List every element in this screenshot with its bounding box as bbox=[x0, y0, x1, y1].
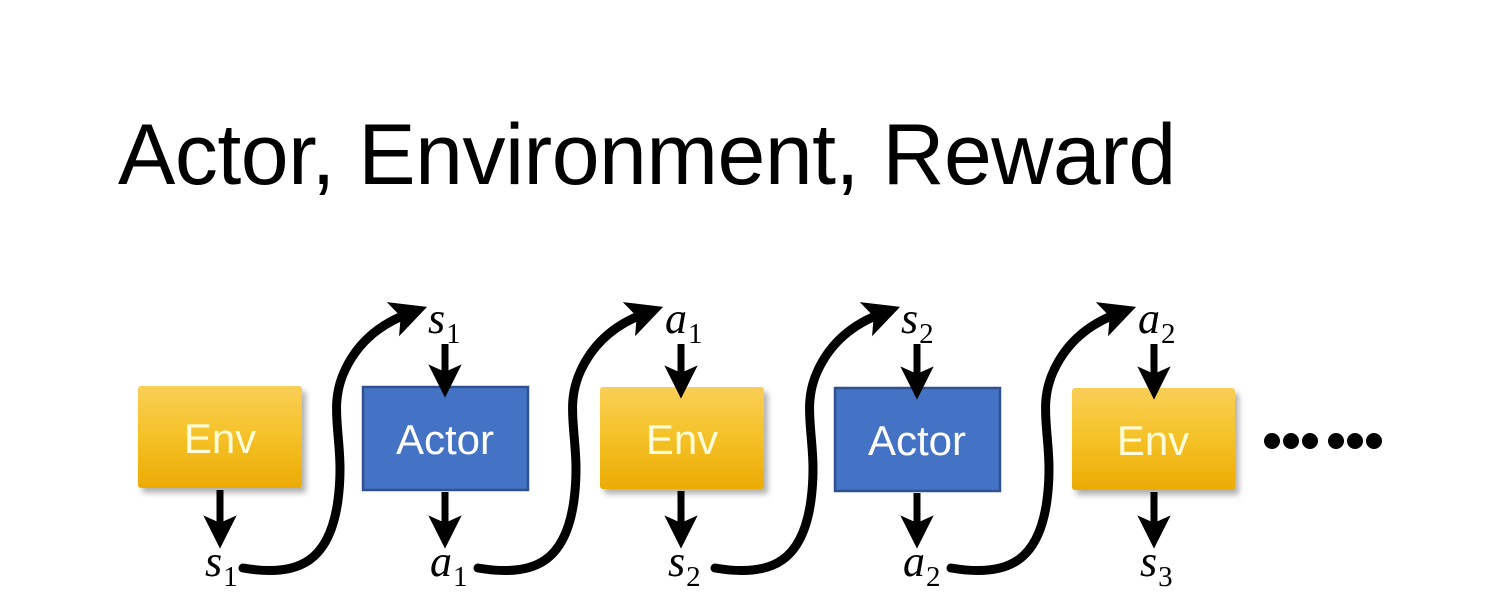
node-env-2[interactable]: Env bbox=[600, 387, 764, 489]
node-env-3-label: Env bbox=[1117, 417, 1189, 464]
feedback-curve-a2 bbox=[946, 302, 1137, 576]
continuation-ellipsis bbox=[1264, 433, 1382, 449]
node-box-group: Env Actor Env Actor Env bbox=[138, 385, 1235, 493]
node-actor-2-label: Actor bbox=[868, 417, 966, 464]
node-env-2-label: Env bbox=[646, 416, 718, 463]
label-bottom-s1: s1 bbox=[205, 537, 238, 593]
feedback-curve-s2 bbox=[710, 302, 901, 576]
label-top-s1: s1 bbox=[428, 294, 461, 350]
node-env-3[interactable]: Env bbox=[1072, 388, 1235, 490]
label-top-a1: a1 bbox=[665, 294, 703, 350]
label-bottom-a2: a2 bbox=[903, 537, 941, 593]
label-top-a2: a2 bbox=[1138, 294, 1176, 350]
ellipsis-dot-6 bbox=[1366, 433, 1382, 449]
ellipsis-dot-1 bbox=[1264, 433, 1280, 449]
bottom-label-group: s1 a1 s2 a2 s3 bbox=[205, 537, 1173, 593]
node-actor-2[interactable]: Actor bbox=[833, 386, 1002, 493]
node-actor-1[interactable]: Actor bbox=[361, 385, 530, 492]
ellipsis-dot-3 bbox=[1302, 433, 1318, 449]
node-env-2-rect[interactable] bbox=[600, 387, 764, 489]
node-actor-2-rect[interactable] bbox=[833, 386, 1002, 493]
node-env-1-label: Env bbox=[184, 415, 256, 462]
feedback-curve-group bbox=[238, 302, 1137, 576]
node-env-1[interactable]: Env bbox=[138, 386, 302, 488]
outbound-arrow-group bbox=[203, 490, 1171, 549]
node-env-3-rect[interactable] bbox=[1072, 388, 1235, 490]
label-bottom-s3: s3 bbox=[1140, 537, 1173, 593]
inbound-arrow-group bbox=[428, 344, 1171, 400]
node-actor-1-label: Actor bbox=[396, 416, 494, 463]
feedback-curve-a1 bbox=[473, 302, 664, 576]
ellipsis-dot-5 bbox=[1347, 433, 1363, 449]
top-label-group: s1 a1 s2 a2 bbox=[428, 294, 1176, 350]
label-bottom-s2: s2 bbox=[668, 537, 701, 593]
node-env-1-rect[interactable] bbox=[138, 386, 302, 488]
feedback-curve-s1 bbox=[238, 302, 428, 576]
label-top-s2: s2 bbox=[901, 294, 934, 350]
ellipsis-dot-4 bbox=[1328, 433, 1344, 449]
page-title: Actor, Environment, Reward bbox=[118, 107, 1176, 203]
label-bottom-a1: a1 bbox=[430, 537, 468, 593]
ellipsis-dot-2 bbox=[1283, 433, 1299, 449]
